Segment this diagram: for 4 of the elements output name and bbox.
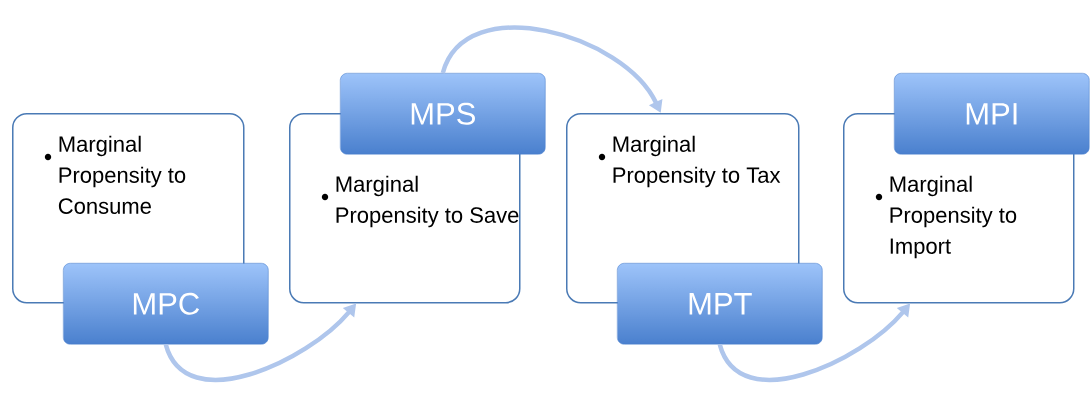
label-tab: MPT (617, 263, 823, 345)
label-tab: MPC (63, 263, 269, 345)
label-tab: MPS (340, 73, 546, 155)
label-tab: MPI (894, 73, 1090, 155)
